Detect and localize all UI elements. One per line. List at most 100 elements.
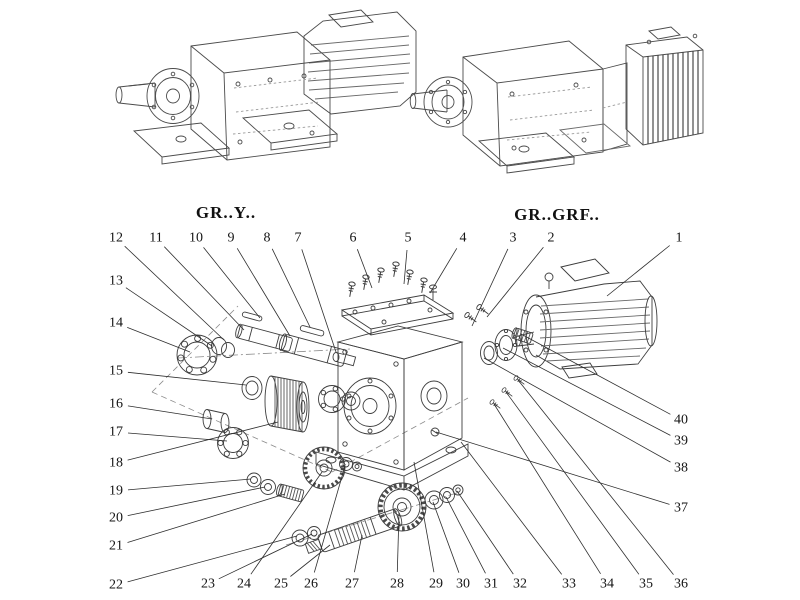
leader-line-10 — [203, 247, 261, 319]
callout-number-12: 12 — [109, 231, 123, 246]
callout-number-7: 7 — [295, 231, 302, 246]
leader-line-28 — [396, 512, 400, 573]
leader-line-39 — [502, 347, 671, 436]
side-plug — [332, 352, 345, 364]
motor-foot — [561, 362, 598, 379]
leader-line-36 — [517, 379, 674, 575]
washer-1 — [246, 472, 262, 488]
motor-flange-disc — [494, 328, 518, 362]
callout-number-4: 4 — [460, 231, 467, 246]
leader-line-32 — [456, 490, 514, 575]
callout-number-38: 38 — [674, 461, 688, 476]
leader-line-5 — [403, 249, 408, 285]
bearing-3 — [318, 385, 346, 413]
callout-number-37: 37 — [674, 501, 688, 516]
leader-line-26 — [313, 465, 346, 573]
circlip-2 — [221, 342, 235, 358]
leader-line-30 — [432, 501, 460, 573]
input-shaft-1 — [235, 323, 293, 352]
callout-number-8: 8 — [264, 231, 271, 246]
callout-number-27: 27 — [345, 577, 359, 592]
leader-line-2 — [486, 247, 544, 318]
callout-number-22: 22 — [109, 578, 123, 593]
callout-number-9: 9 — [228, 231, 235, 246]
shaft-key-1 — [241, 311, 263, 322]
callout-number-5: 5 — [405, 231, 412, 246]
intermediate-gear-parts — [202, 375, 361, 459]
callout-number-11: 11 — [149, 231, 162, 246]
mounting-feet-assembled — [132, 109, 339, 165]
callout-number-35: 35 — [639, 577, 653, 592]
leader-line-29 — [413, 461, 435, 573]
leader-line-27 — [354, 534, 363, 573]
callout-number-40: 40 — [674, 413, 688, 428]
finned-cover-block — [625, 26, 704, 146]
leader-line-1 — [606, 245, 670, 297]
gear-housing — [315, 325, 469, 491]
leader-line-37 — [435, 431, 670, 505]
leader-line-25 — [290, 544, 331, 577]
callout-number-32: 32 — [513, 577, 527, 592]
input-shaft-parts — [176, 311, 357, 400]
callout-number-25: 25 — [274, 577, 288, 592]
callout-number-15: 15 — [109, 364, 123, 379]
callout-number-13: 13 — [109, 274, 123, 289]
leader-line-38 — [483, 357, 671, 463]
eye-bolt — [544, 272, 554, 289]
housing-cover — [340, 294, 455, 336]
caption-gr-y: GR..Y.. — [195, 203, 257, 222]
output-shaft-assembled — [115, 68, 200, 124]
retaining-ring-3 — [352, 461, 362, 472]
helical-gear — [264, 375, 310, 433]
callout-number-6: 6 — [350, 231, 357, 246]
motor-assembled — [303, 9, 417, 115]
leader-line-12 — [124, 245, 225, 341]
caption-gr-grf: GR..GRF.. — [514, 205, 600, 224]
callout-number-14: 14 — [109, 316, 123, 331]
bearing-2 — [217, 427, 249, 459]
leader-line-9 — [236, 248, 291, 337]
leader-line-18 — [127, 421, 279, 461]
callout-number-36: 36 — [674, 577, 688, 592]
leader-line-14 — [127, 327, 191, 353]
leader-line-20 — [127, 486, 266, 516]
callout-number-30: 30 — [456, 577, 470, 592]
retaining-ring-6 — [452, 484, 464, 496]
motor-mounting-hardware — [463, 303, 534, 411]
callout-number-10: 10 — [189, 231, 203, 246]
callout-number-1: 1 — [676, 231, 683, 246]
assembled-view-gr-grf — [409, 26, 704, 174]
circlip-1 — [211, 337, 227, 355]
leader-lines — [124, 245, 674, 583]
callout-number-23: 23 — [201, 577, 215, 592]
leader-line-21 — [127, 493, 286, 543]
motor-exploded — [515, 258, 658, 379]
gearbox-assembled — [190, 31, 331, 161]
leader-line-22 — [127, 535, 298, 583]
assembled-view-gr-y — [115, 9, 417, 165]
gearbox-assembled-2 — [462, 40, 604, 167]
shaft-key-2 — [299, 325, 325, 337]
leader-line-16 — [127, 405, 213, 420]
washer-2 — [260, 479, 276, 495]
callout-number-24: 24 — [237, 577, 251, 592]
flange-adapter — [602, 62, 628, 152]
callout-number-33: 33 — [562, 577, 576, 592]
output-shaft — [304, 508, 403, 554]
spur-gear-2 — [377, 482, 427, 532]
mounting-feet-assembled-2 — [477, 123, 632, 174]
washer-4 — [307, 526, 321, 540]
callout-number-26: 26 — [304, 577, 318, 592]
callout-number-18: 18 — [109, 456, 123, 471]
leader-line-24 — [250, 471, 323, 575]
leader-line-8 — [271, 248, 311, 328]
pinion-shaft — [276, 483, 305, 502]
callout-number-20: 20 — [109, 511, 123, 526]
callout-number-17: 17 — [109, 425, 123, 440]
callout-number-21: 21 — [109, 539, 123, 554]
exploded-view — [151, 258, 658, 554]
bearing-1 — [176, 334, 218, 376]
oil-seal — [241, 376, 263, 400]
